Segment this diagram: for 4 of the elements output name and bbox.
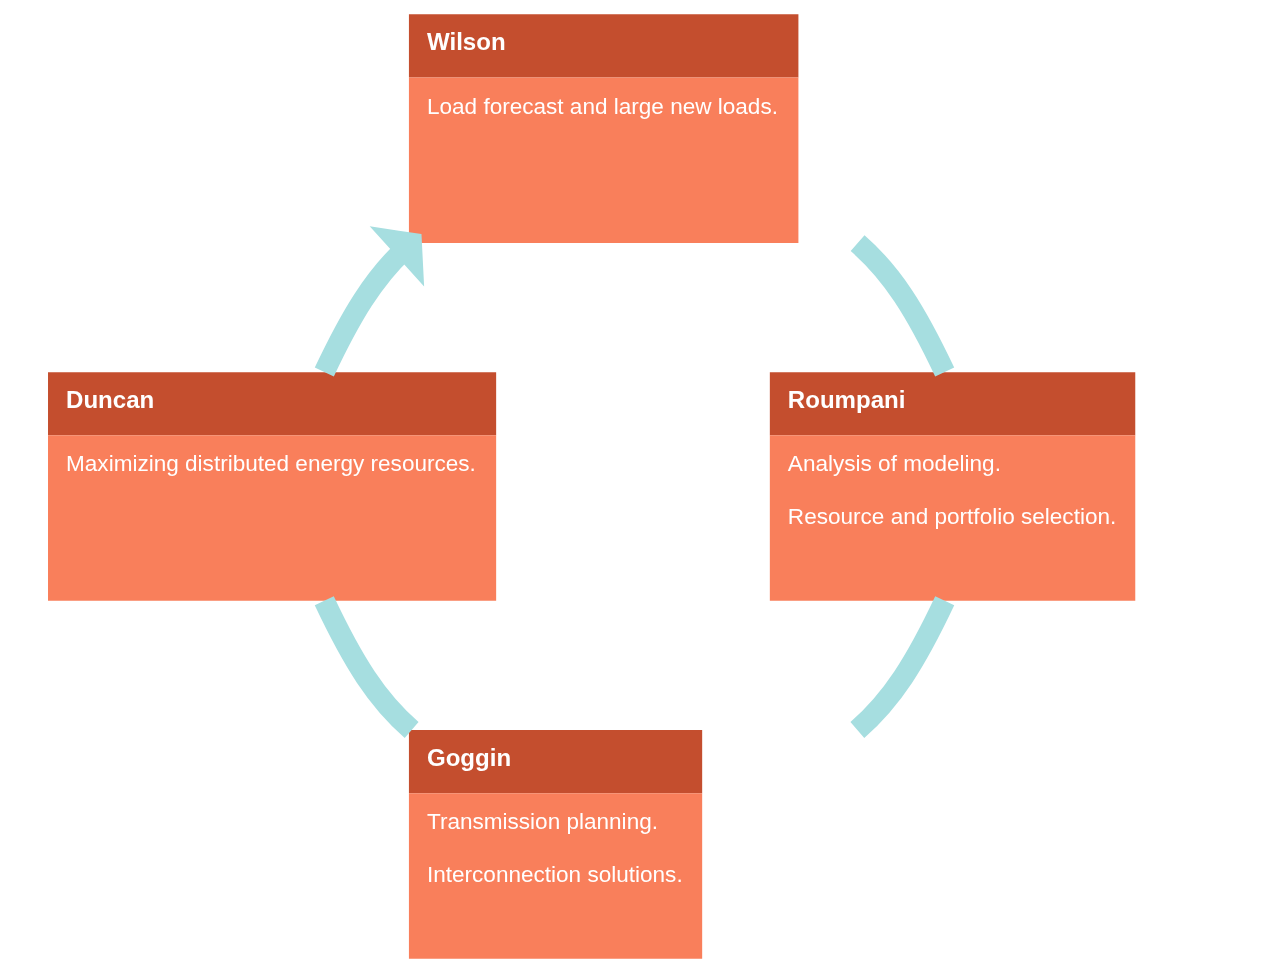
connector [849,596,954,738]
connector [850,235,954,377]
connector [314,596,419,738]
arrow [314,226,424,377]
